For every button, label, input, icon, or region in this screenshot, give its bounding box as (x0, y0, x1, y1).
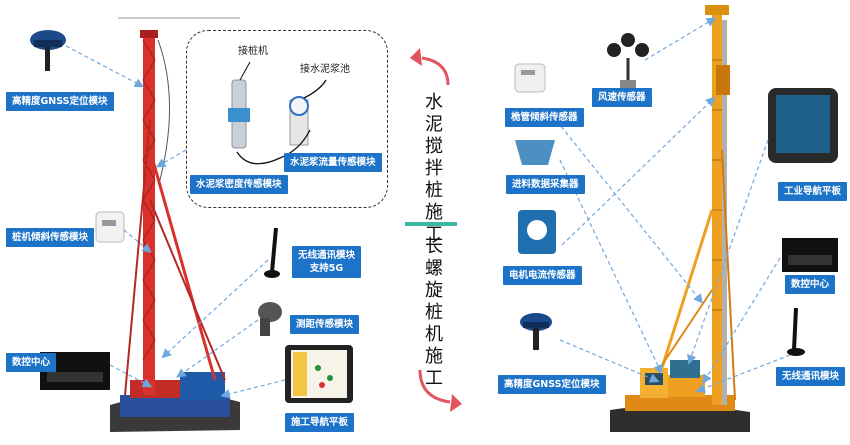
label-left-tablet: 施工导航平板 (285, 413, 355, 432)
right-gnss-antenna-icon (520, 313, 552, 350)
ranging-sensor-icon (258, 302, 282, 336)
gnss-antenna-icon (30, 30, 66, 71)
tilt-sensor-icon (95, 211, 125, 243)
label-left-wireless-line1: 无线通讯模块 (298, 250, 356, 261)
wind-sensor-icon (607, 33, 649, 88)
mast-tilt-sensor-icon (514, 63, 546, 93)
industrial-tablet-icon (768, 88, 838, 163)
label-wind: 风速传感器 (592, 88, 652, 107)
label-industrial-tablet: 工业导航平板 (778, 182, 848, 201)
right-pile-rig (610, 5, 750, 432)
label-flow: 水泥浆流量传感模块 (284, 153, 382, 172)
label-right-control: 数控中心 (785, 275, 836, 294)
label-right-gnss: 高精度GNSS定位模块 (498, 375, 606, 394)
label-left-control: 数控中心 (6, 353, 57, 372)
label-left-wireless: 无线通讯模块 支持5G (292, 246, 362, 278)
center-curved-arrow-up-icon (410, 48, 450, 86)
label-density: 水泥浆密度传感模块 (190, 175, 288, 194)
caption-pool: 接水泥浆池 (300, 64, 350, 75)
right-control-box-icon (782, 238, 838, 272)
current-sensor-icon (518, 210, 556, 254)
label-left-pile-tilt: 桩机倾斜传感模块 (6, 228, 95, 247)
flow-sensor-icon (289, 96, 309, 146)
leader-lines (65, 17, 791, 399)
label-current: 电机电流传感器 (503, 266, 582, 285)
left-pile-rig (110, 30, 240, 432)
center-top-text: 水泥搅拌桩施工 (425, 92, 443, 245)
construction-tablet-icon (285, 345, 353, 403)
center-curved-arrow-down-icon (418, 369, 462, 412)
label-right-wireless: 无线通讯模块 (776, 367, 846, 386)
label-mast-tilt: 桅管倾斜传感器 (505, 108, 584, 127)
density-sensor-icon (228, 79, 250, 149)
right-wireless-antenna-icon (787, 307, 805, 356)
feed-data-collector-icon (515, 140, 555, 165)
label-left-wireless-line2: 支持5G (309, 263, 344, 274)
caption-pile: 接桩机 (238, 46, 268, 57)
wireless-antenna-icon (264, 227, 280, 278)
cement-sensor-group (186, 30, 388, 208)
label-ranging: 测距传感模块 (290, 315, 360, 334)
label-feed-collector: 进料数据采集器 (506, 175, 585, 194)
center-divider (405, 222, 457, 226)
center-bottom-text: 长螺旋桩机施工 (425, 236, 443, 389)
label-left-gnss: 高精度GNSS定位模块 (6, 92, 114, 111)
